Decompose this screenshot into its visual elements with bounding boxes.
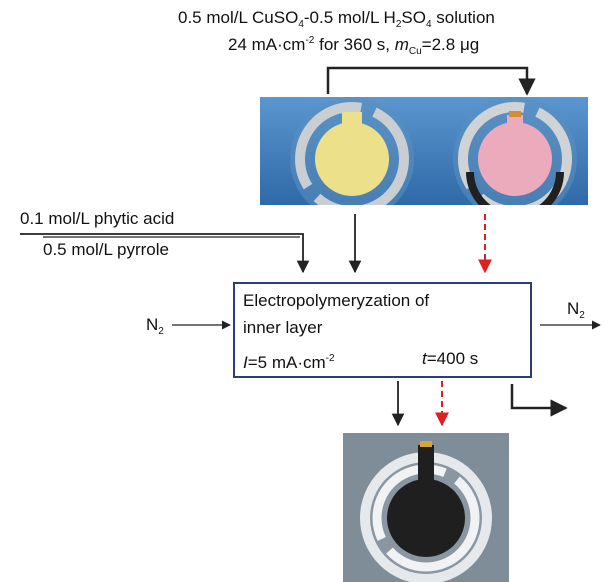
n2-out-label: N2	[567, 299, 585, 321]
phytic-acid-label: 0.1 mol/L phytic acid	[20, 209, 175, 228]
waste-arrow	[510, 384, 568, 417]
process-box: Electropolymeryzation of inner layer I=5…	[233, 282, 532, 378]
process-title-line-1: Electropolymeryzation of	[243, 291, 430, 310]
header-line-1: 0.5 mol/L CuSO4-0.5 mol/L H2SO4 solution	[178, 8, 495, 30]
header-line-2: 24 mA·cm-2 for 360 s, mCu=2.8 μg	[228, 35, 480, 57]
electrode-photo-bottom	[343, 433, 509, 582]
phytic-arrow	[20, 233, 310, 274]
pyrrole-label: 0.5 mol/L pyrrole	[43, 240, 169, 259]
n2-in-label: N2	[146, 315, 164, 337]
process-title-line-2: inner layer	[243, 318, 323, 337]
electrode-photo-top	[260, 97, 588, 205]
bracket-arrow	[326, 66, 536, 96]
pink-electrode	[453, 97, 577, 205]
gold-electrode	[290, 97, 414, 205]
process-current: I=5 mA·cm-2	[243, 353, 335, 372]
process-time: t=400 s	[422, 349, 479, 368]
